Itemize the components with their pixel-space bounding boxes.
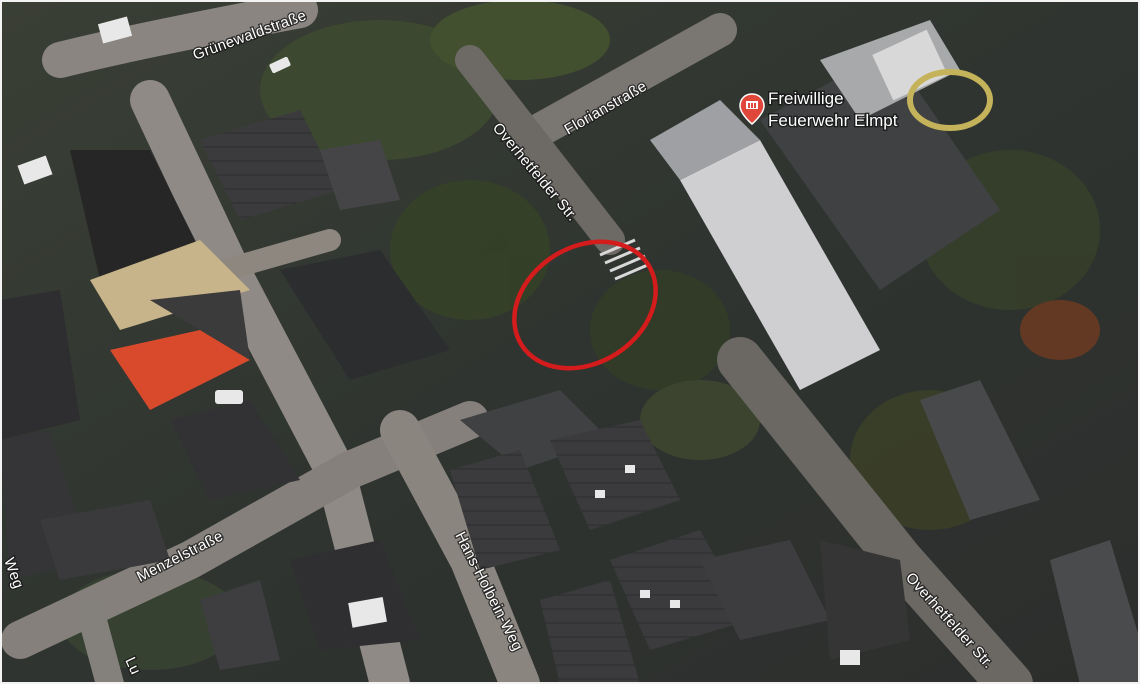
map-pin-icon: [739, 93, 765, 125]
vehicles-and-details: [17, 16, 860, 665]
poi-label-line1: Freiwillige: [768, 89, 844, 108]
buildings: [0, 20, 1140, 684]
poi-label-line2: Feuerwehr Elmpt: [768, 111, 898, 130]
courtyard-ring: [907, 69, 993, 131]
poi-freiwillige-feuerwehr-elmpt[interactable]: Freiwillige Feuerwehr Elmpt: [739, 88, 899, 131]
highlight-ellipse: [512, 239, 658, 371]
